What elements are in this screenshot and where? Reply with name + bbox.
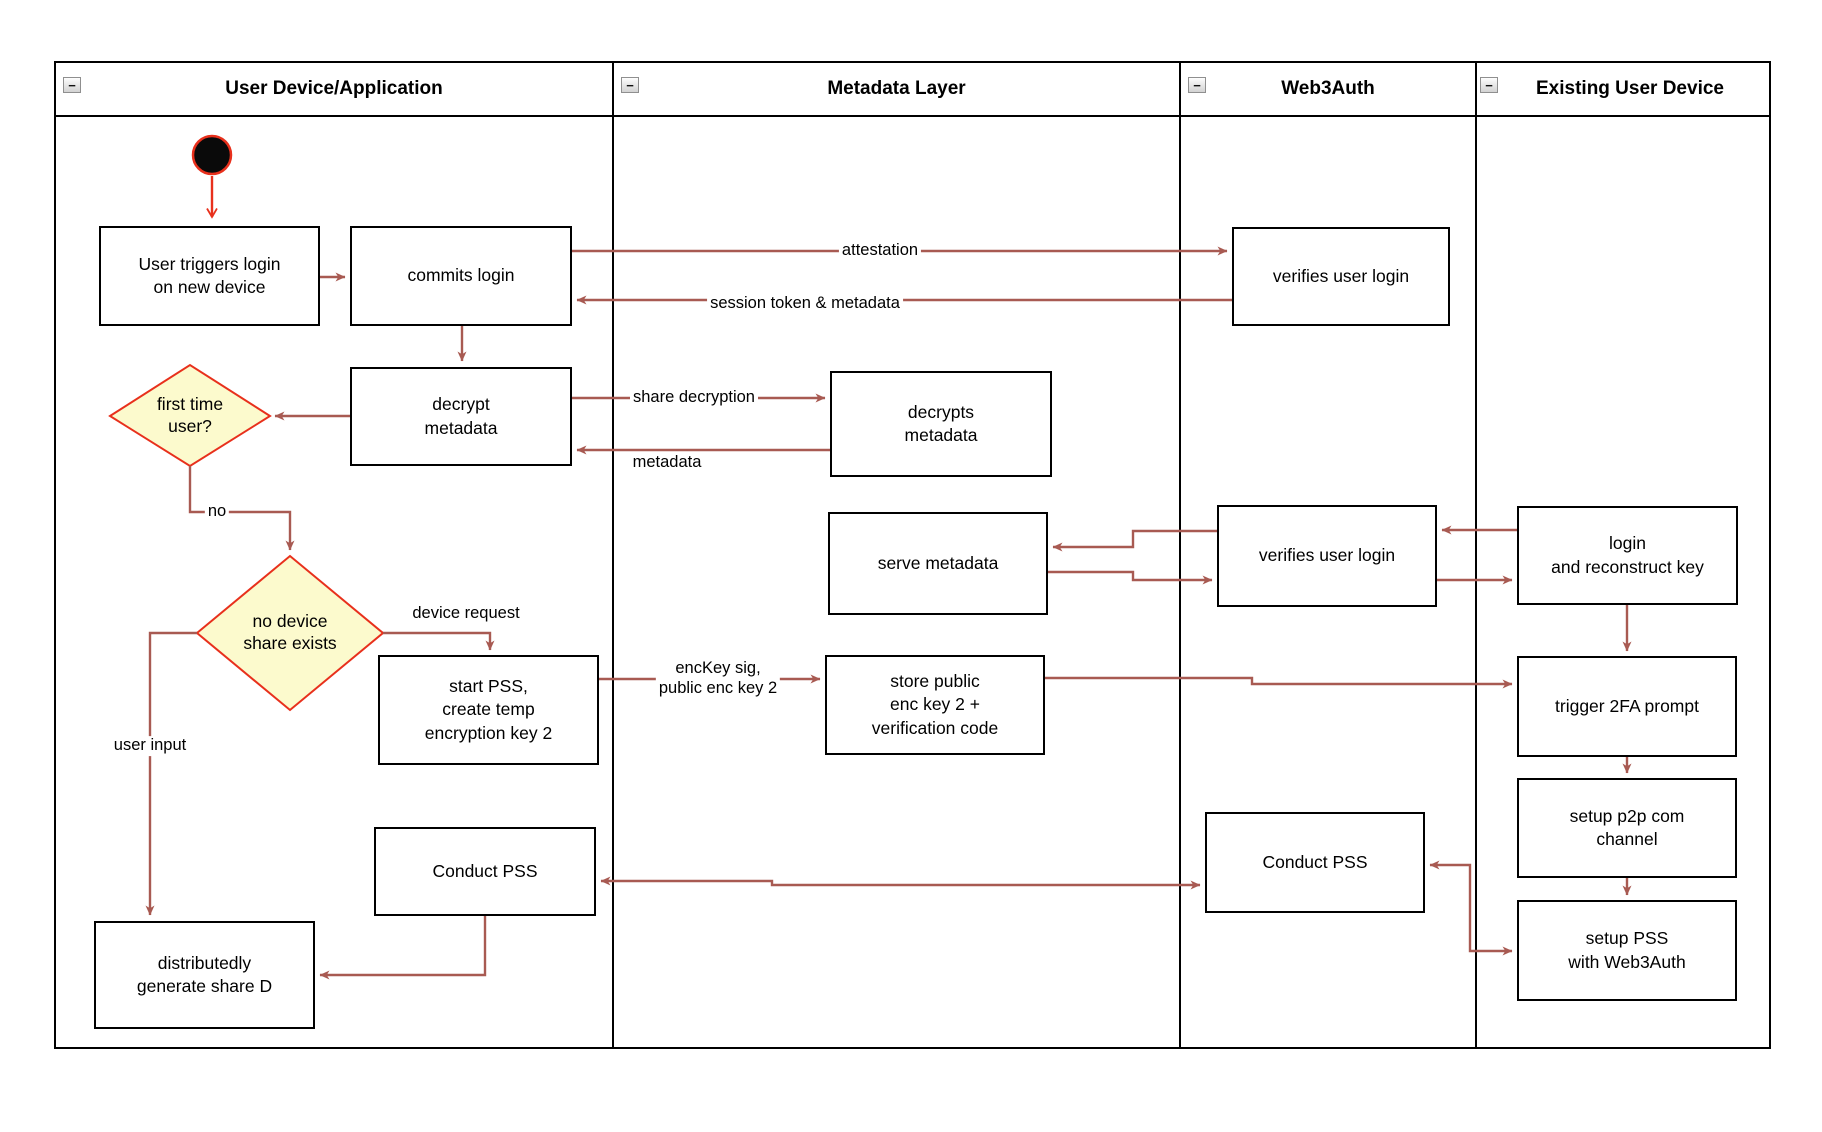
lane-title-web3auth: Web3Auth [1281, 78, 1375, 99]
node-conduct-pss-w3a: Conduct PSS [1205, 812, 1425, 913]
lane-title-metadata-layer: Metadata Layer [827, 78, 966, 99]
label-no-device-share: no device share exists [243, 611, 337, 653]
start-node [191, 134, 233, 176]
edge-label-user-input: user input [110, 736, 190, 756]
node-start-pss: start PSS, create temp encryption key 2 [378, 655, 599, 765]
edge-conductpss-link [600, 876, 1201, 890]
collapse-lane-metadata-icon[interactable]: − [621, 77, 639, 93]
node-user-triggers-login: User triggers login on new device [99, 226, 320, 326]
edge-verifies2-to-serve [1052, 529, 1217, 552]
node-decrypt-metadata: decrypt metadata [350, 367, 572, 466]
edge-device-request [383, 631, 495, 651]
edge-conductpss-to-distributedly [319, 916, 487, 980]
collapse-lane-web3auth-icon[interactable]: − [1188, 77, 1206, 93]
node-setup-pss: setup PSS with Web3Auth [1517, 900, 1737, 1001]
lane-title-existing-device: Existing User Device [1536, 78, 1724, 99]
edge-label-no: no [204, 502, 230, 522]
edge-label-metadata: metadata [632, 453, 702, 472]
node-verifies-user-login-1: verifies user login [1232, 227, 1450, 326]
node-serve-metadata: serve metadata [828, 512, 1048, 615]
decision-first-time-user [108, 363, 272, 468]
edge-label-enckey: encKey sig, public enc key 2 [655, 659, 781, 699]
edge-label-share-decryption: share decryption [630, 388, 758, 408]
collapse-lane-existing-device-icon[interactable]: − [1480, 77, 1498, 93]
collapse-lane-user-device-icon[interactable]: − [63, 77, 81, 93]
edge-no-branch [188, 466, 295, 551]
edge-user-input [145, 631, 197, 916]
label-first-time-user: first time user? [156, 394, 224, 436]
node-login-reconstruct-key: login and reconstruct key [1517, 506, 1738, 605]
edge-store-to-trigger2fa [1045, 676, 1513, 689]
node-decrypts-metadata: decrypts metadata [830, 371, 1052, 477]
node-conduct-pss-user: Conduct PSS [374, 827, 596, 916]
edge-label-session-token: session token & metadata [707, 294, 903, 314]
node-store-public-enc-key: store public enc key 2 + verification co… [825, 655, 1045, 755]
node-setup-p2p: setup p2p com channel [1517, 778, 1737, 878]
node-verifies-user-login-2: verifies user login [1217, 505, 1437, 607]
node-trigger-2fa: trigger 2FA prompt [1517, 656, 1737, 757]
edge-label-device-request: device request [412, 604, 520, 623]
edge-serve-to-verifies2 [1048, 570, 1213, 585]
node-distributedly-generate: distributedly generate share D [94, 921, 315, 1029]
edge-label-attestation: attestation [838, 241, 922, 261]
lane-title-user-device: User Device/Application [225, 78, 443, 99]
node-commits-login: commits login [350, 226, 572, 326]
edge-w3apss-setuppss-link [1429, 860, 1513, 956]
